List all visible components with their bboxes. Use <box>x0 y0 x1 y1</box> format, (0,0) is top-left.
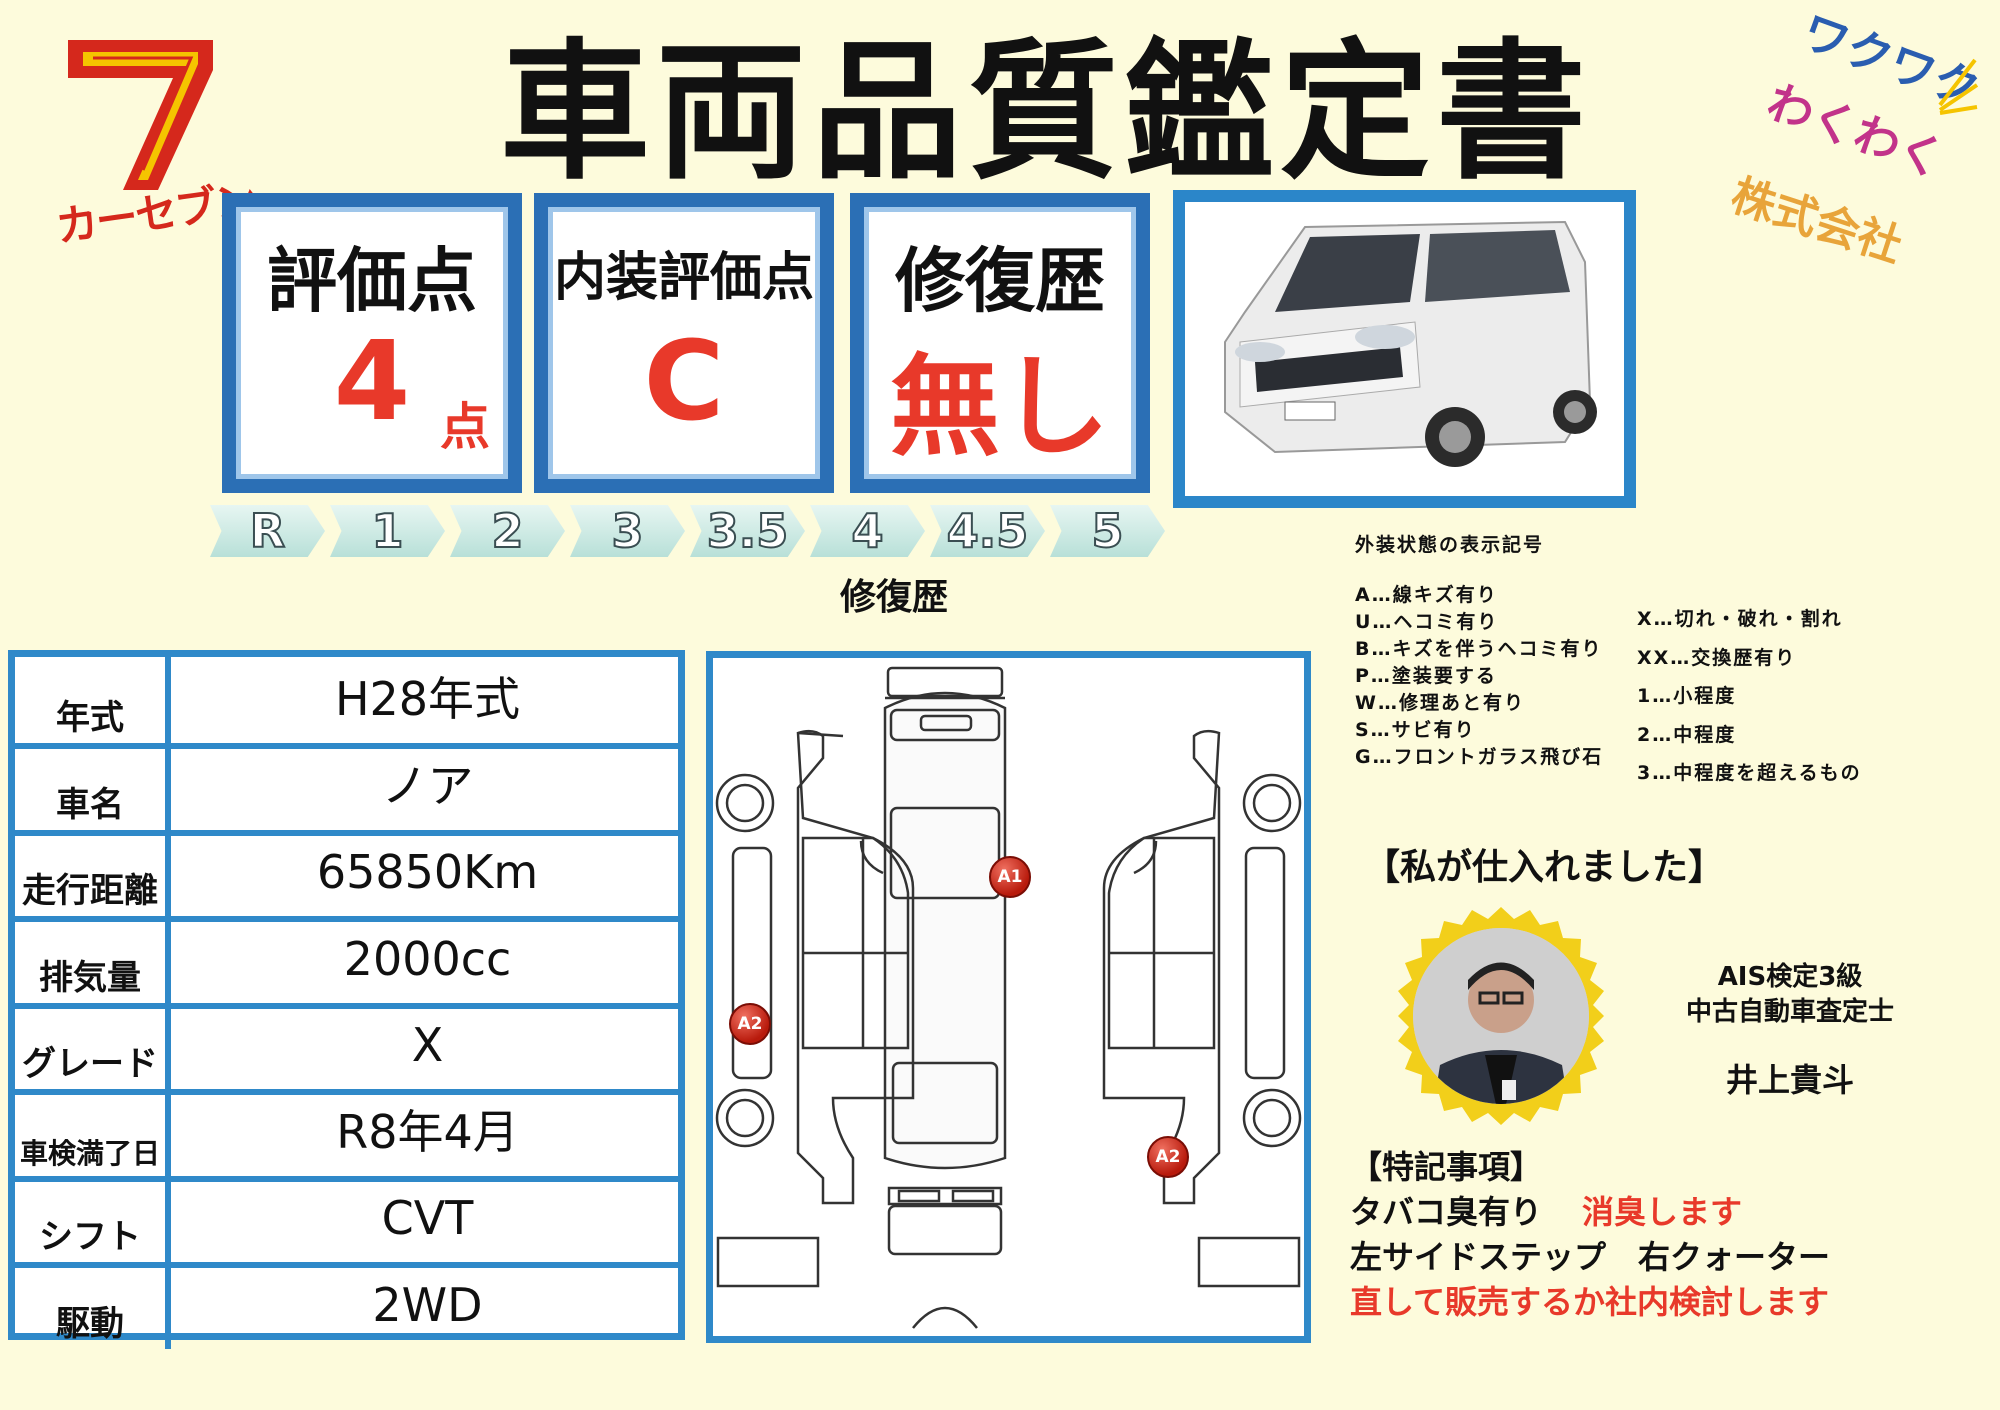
table-row: 排気量 2000cc <box>15 916 678 1009</box>
car-photo <box>1173 190 1636 508</box>
legend-item: U…ヘコミ有り <box>1355 611 1499 633</box>
notes-line1-a: タバコ臭有り <box>1350 1193 1543 1231</box>
repair-history-label: 修復歴 <box>895 240 1105 322</box>
grade-step-label: R <box>249 504 286 558</box>
spec-value: ノア <box>381 758 474 813</box>
spec-key: シフト <box>15 1176 171 1262</box>
car-outline-diagram <box>715 666 1302 1329</box>
grade-step-label: 5 <box>1090 504 1124 558</box>
overall-score-unit: 点 <box>440 398 490 456</box>
special-notes: 【特記事項】 タバコ臭有り 消臭します 左サイドステップ 右クォーター 直して販売… <box>1350 1145 1830 1325</box>
spec-value: 2WD <box>372 1277 483 1332</box>
table-row: グレード X <box>15 1003 678 1095</box>
company-logo: ワクワク わくわく 株式会社 <box>1720 4 1987 275</box>
damage-mark-a2-right: A2 <box>1147 1136 1189 1178</box>
grade-step: 3.5 <box>690 505 805 557</box>
spec-key: 車名 <box>15 743 171 830</box>
staff-photo-icon <box>1398 907 1604 1125</box>
table-row: 車検満了日 R8年4月 <box>15 1089 678 1182</box>
table-row: シフト CVT <box>15 1176 678 1268</box>
table-row: 車名 ノア <box>15 743 678 836</box>
grade-step: 1 <box>330 505 445 557</box>
repair-history-box: 修復歴 無し <box>850 193 1150 493</box>
avatar <box>1390 905 1612 1127</box>
staff-name: 井上貴斗 <box>1725 1061 1854 1099</box>
qualification-line1: AIS検定3級 <box>1717 962 1863 992</box>
legend-item: 1…小程度 <box>1637 685 1737 707</box>
interior-score-label: 内装評価点 <box>553 248 814 308</box>
legend-title: 外装状態の表示記号 <box>1355 534 1545 556</box>
damage-mark-a2-left: A2 <box>729 1003 771 1045</box>
legend-left-column: A…線キズ有り U…ヘコミ有り B…キズを伴うヘコミ有り P…塗装要する W…修理あと有… <box>1355 582 1603 771</box>
grade-step-label: 4 <box>850 504 884 558</box>
legend-item: W…修理あと有り <box>1355 692 1525 714</box>
notes-line3: 直して販売するか社内検討します <box>1350 1283 1830 1321</box>
legend-item: A…線キズ有り <box>1355 584 1498 606</box>
grade-step: R <box>210 505 325 557</box>
grade-step: 4 <box>810 505 925 557</box>
buyer-heading: 【私が仕入れました】 <box>1364 847 1725 888</box>
notes-line2: 左サイドステップ 右クォーター <box>1350 1238 1831 1276</box>
spec-value: R8年4月 <box>336 1104 519 1159</box>
interior-score-value: C <box>643 317 725 445</box>
grade-step-label: 4.5 <box>946 504 1030 558</box>
buyer-qualification: AIS検定3級 中古自動車査定士 <box>1640 960 1940 1030</box>
seven-logo-icon <box>68 40 213 190</box>
grade-step: 5 <box>1050 505 1165 557</box>
damage-diagram: A1 A2 A2 <box>706 651 1311 1343</box>
legend-item: G…フロントガラス飛び石 <box>1355 746 1604 768</box>
spec-value: CVT <box>381 1191 474 1245</box>
legend-item: B…キズを伴うヘコミ有り <box>1355 638 1603 660</box>
grade-step: 3 <box>570 505 685 557</box>
notes-line1-b: 消臭します <box>1582 1193 1743 1231</box>
legend-item: XX…交換歴有り <box>1637 646 1797 669</box>
page-title: 車両品質鑑定書 <box>500 26 1593 200</box>
legend-item: 2…中程度 <box>1637 723 1737 746</box>
grade-step-label: 2 <box>490 504 524 558</box>
grade-step: 2 <box>450 505 565 557</box>
brand-logo: カーセブン <box>53 30 258 252</box>
spec-value: H28年式 <box>334 672 521 726</box>
table-row: 駆動 2WD <box>15 1262 678 1349</box>
legend-right-column: X…切れ・破れ・割れ XX…交換歴有り 1…小程度 2…中程度 3…中程度を超えるもの <box>1637 600 1862 793</box>
grade-step-label: 3 <box>610 504 644 558</box>
minivan-image <box>1185 202 1624 496</box>
spec-value: X <box>411 1018 444 1072</box>
grade-scale: R 1 2 3 3.5 4 4.5 5 <box>210 505 1170 565</box>
legend-item: P…塗装要する <box>1355 665 1497 687</box>
repair-history-value: 無し <box>890 343 1110 471</box>
overall-score-box: 評価点 4 点 <box>222 193 522 493</box>
damage-mark-a1: A1 <box>989 856 1031 898</box>
spec-table: 年式 H28年式車名 ノア走行距離 65850Km 排気量 2000cc グレード X 車検満了… <box>8 650 685 1349</box>
spec-value: 2000cc <box>343 931 512 986</box>
spec-key: 排気量 <box>15 916 171 1003</box>
spec-value: 65850Km <box>316 845 539 899</box>
table-row: 走行距離 65850Km <box>15 830 678 922</box>
spec-key: グレード <box>15 1003 171 1089</box>
sparkle-icon <box>1938 58 1979 115</box>
overall-score-label: 評価点 <box>267 240 477 322</box>
legend-item: 3…中程度を超えるもの <box>1637 762 1862 784</box>
legend-item: X…切れ・破れ・割れ <box>1637 608 1843 630</box>
grade-step-label: 1 <box>370 504 404 558</box>
table-row: 年式 H28年式 <box>15 657 678 749</box>
legend-item: S…サビ有り <box>1355 719 1476 741</box>
overall-score-value: 4 <box>333 317 411 445</box>
qualification-line2: 中古自動車査定士 <box>1685 997 1894 1027</box>
grade-scale-label: 修復歴 <box>840 577 949 618</box>
grade-step: 4.5 <box>930 505 1045 557</box>
notes-heading: 【特記事項】 <box>1350 1148 1543 1186</box>
interior-score-box: 内装評価点 C <box>534 193 834 493</box>
spec-key: 走行距離 <box>15 830 171 916</box>
spec-key: 駆動 <box>15 1262 171 1349</box>
spec-key: 車検満了日 <box>15 1089 171 1176</box>
notes-line1: タバコ臭有り 消臭します <box>1350 1190 1830 1235</box>
spec-key: 年式 <box>15 657 171 743</box>
grade-step-label: 3.5 <box>706 504 790 558</box>
company-logo-line3: 株式会社 <box>1725 169 1909 273</box>
